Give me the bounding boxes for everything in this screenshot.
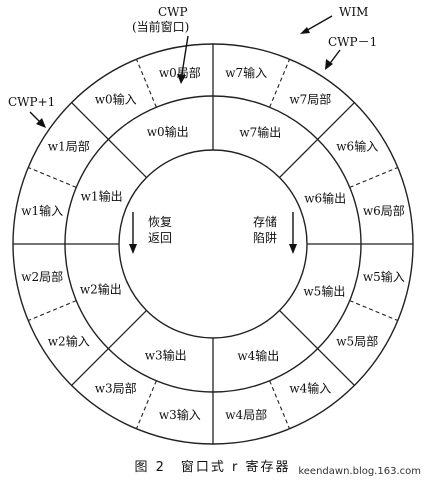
- cwp-arrow: [180, 35, 189, 81]
- dash-w5: [349, 300, 398, 322]
- cwp-plus-1-label: CWP+1: [8, 95, 55, 109]
- register-window-diagram: w0输出 w0局部 w0输入 w1输出 w1局部 w1输入 w2输出 w2局部 w2输入 w3输出…: [8, 5, 414, 445]
- window-ins-w2: w2输入: [48, 333, 90, 348]
- separator-w5: [279, 310, 355, 386]
- wim-arrow: [303, 15, 333, 33]
- cwp-label: CWP: [158, 5, 188, 19]
- cwp-arrowhead: [177, 74, 186, 84]
- restore-line2: 返回: [148, 231, 172, 245]
- window-ins-w3: w3输入: [159, 407, 201, 422]
- window-locals-w0: w0局部: [159, 65, 201, 80]
- separators: [13, 44, 413, 444]
- window-ins-w0: w0输入: [95, 92, 137, 107]
- window-ins-w5: w5输入: [363, 269, 405, 284]
- dash-w7: [269, 59, 291, 108]
- window-outs-w0: w0输出: [147, 124, 189, 139]
- window-locals-w5: w5局部: [336, 333, 378, 348]
- dash-w6: [349, 166, 398, 188]
- wim-label: WIM: [339, 5, 368, 19]
- dash-w4: [269, 380, 291, 429]
- restore-line1: 恢复: [148, 215, 172, 229]
- window-labels: w0输出 w0局部 w0输入 w1输出 w1局部 w1输入 w2输出 w2局部 w2输入 w3输出…: [21, 65, 405, 422]
- window-ins-w7: w7输入: [225, 65, 267, 80]
- window-outs-w1: w1输出: [81, 189, 123, 204]
- separator-w3: [71, 310, 147, 386]
- window-ins-w4: w4输入: [289, 380, 331, 395]
- window-locals-w3: w3局部: [95, 380, 137, 395]
- window-ins-w6: w6输入: [336, 139, 378, 154]
- cwp-plus-1-arrowhead: [36, 118, 46, 128]
- window-outs-w5: w5输出: [303, 283, 345, 298]
- dash-w2: [28, 300, 77, 322]
- watermark: keendawn.blog.163.com: [298, 466, 421, 477]
- window-outs-w6: w6输出: [304, 191, 346, 206]
- save-line2: 陷阱: [253, 230, 277, 245]
- window-outs-w7: w7输出: [239, 125, 281, 140]
- window-outs-w2: w2输出: [80, 281, 122, 296]
- window-locals-w1: w1局部: [48, 139, 90, 154]
- window-locals-w7: w7局部: [289, 92, 331, 107]
- dash-w3: [135, 380, 157, 429]
- window-locals-w6: w6局部: [363, 203, 405, 218]
- window-outs-w3: w3输出: [145, 347, 187, 362]
- window-outs-w4: w4输出: [237, 348, 279, 363]
- cwp-minus-1-label: CWP－1: [328, 35, 377, 49]
- save-arrowhead: [289, 244, 297, 254]
- cwp-minus-1-arrowhead: [325, 59, 333, 70]
- figure-caption: 图 2 窗口式 r 寄存器: [134, 460, 291, 475]
- cwp-note: (当前窗口): [132, 19, 189, 34]
- window-locals-w4: w4局部: [225, 407, 267, 422]
- dash-w0: [135, 59, 157, 108]
- save-line1: 存储: [253, 214, 277, 229]
- separator-w7: [279, 102, 355, 178]
- restore-arrowhead: [129, 244, 137, 254]
- window-locals-w2: w2局部: [21, 269, 63, 284]
- window-ins-w1: w1输入: [21, 203, 63, 218]
- dash-w1: [28, 166, 77, 188]
- wim-arrowhead: [300, 27, 310, 34]
- separator-w1: [71, 102, 147, 178]
